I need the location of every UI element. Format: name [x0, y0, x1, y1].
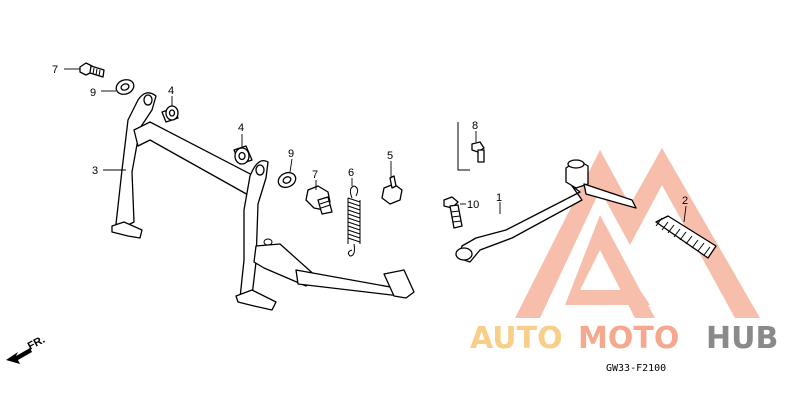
- rubber-grip-2: [655, 215, 717, 259]
- label-6: 6: [348, 167, 354, 179]
- label-3: 3: [92, 165, 98, 177]
- front-label: FR.: [26, 334, 47, 353]
- label-1: 1: [496, 192, 502, 204]
- watermark-triangle-outer: [515, 148, 760, 318]
- label-7-mid: 7: [312, 169, 318, 181]
- label-4-top: 4: [168, 85, 174, 97]
- bolt-7-top: [79, 62, 105, 78]
- washer-9-mid: [277, 171, 297, 189]
- label-5: 5: [387, 150, 393, 162]
- washer-9-top: [115, 79, 135, 95]
- watermark-hub: HUB: [706, 321, 778, 356]
- label-10: 10: [467, 199, 479, 211]
- front-arrow-icon: [6, 348, 32, 364]
- label-4-mid: 4: [238, 122, 244, 134]
- bolt-10: [443, 196, 463, 229]
- main-stand-3: [111, 92, 415, 311]
- label-8: 8: [472, 120, 478, 132]
- watermark-wordmark: AUTO MOTO HUB: [470, 321, 778, 356]
- leader-lines: [64, 68, 687, 223]
- watermark-triangle-inner: [565, 215, 655, 318]
- label-2: 2: [682, 195, 688, 207]
- kick-arm-1: [455, 159, 637, 263]
- stopper-5: [381, 175, 403, 205]
- bushing-4-mid: [233, 145, 253, 165]
- front-direction-indicator: FR.: [6, 334, 47, 364]
- label-9-mid: 9: [288, 148, 294, 160]
- watermark-logo: [515, 148, 760, 318]
- callout-labels: 7 9 4 3 4 9 7 6 5 8 10 1 2: [52, 64, 688, 211]
- diagram-code: GW33-F2100: [606, 363, 666, 374]
- bolt-7-mid: [305, 185, 333, 215]
- label-7-top: 7: [52, 64, 58, 76]
- watermark-moto: MOTO: [578, 321, 679, 356]
- bushing-4-top: [161, 105, 179, 123]
- label-9-top: 9: [90, 87, 96, 99]
- bolt-8: [457, 122, 485, 171]
- spring-6: [347, 185, 361, 257]
- watermark-auto: AUTO: [470, 321, 563, 356]
